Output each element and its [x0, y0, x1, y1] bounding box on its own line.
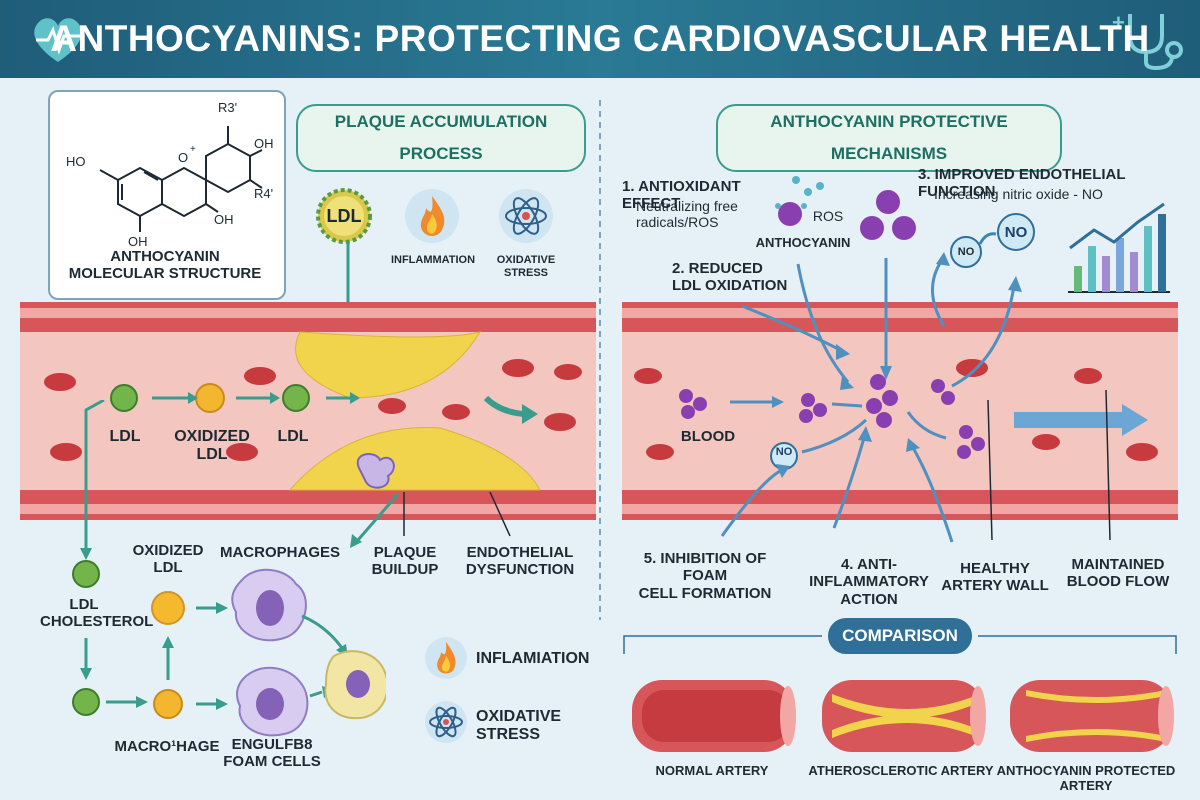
- svg-text:+: +: [190, 144, 196, 155]
- endothelial-dysfunction-label: ENDOTHELIAL DYSFUNCTION: [465, 544, 575, 579]
- mechanism-1-title: 1. ANTIOXIDANT EFFECT: [622, 178, 741, 213]
- atom-icon: [499, 189, 553, 243]
- molecule-box: [48, 90, 286, 300]
- mechanism-arrows: [720, 252, 1111, 543]
- ros-label: ROS: [812, 208, 844, 224]
- mechanism-3-subtitle: Increasing nitric oxide - NO: [934, 186, 1103, 202]
- healthy-artery-wall-label: HEALTHY ARTERY WALL: [941, 560, 1049, 595]
- inflammation-label-2: INFLAMIATION: [476, 650, 590, 667]
- title-bar: [0, 0, 1200, 78]
- heart-pulse-icon: [34, 18, 82, 62]
- foam-cell-process: [72, 400, 386, 737]
- comparison-normal-label: NORMAL ARTERY: [655, 763, 769, 778]
- plaque-process-header: PLAQUE ACCUMULATION PROCESS: [296, 104, 586, 172]
- r4-label: R4': [254, 186, 273, 201]
- page-title: ANTHOCYANINS: PROTECTING CARDIOVASCULAR …: [50, 18, 1150, 59]
- molecule-label: ANTHOCYANIN MOLECULAR STRUCTURE: [68, 248, 262, 283]
- no-small-label: NO: [957, 246, 975, 258]
- oxidative-stress-label-2: OXIDATIVE STRESS: [476, 708, 562, 744]
- comparison-atherosclerotic-label: ATHEROSCLEROTIC ARTERY: [808, 763, 994, 778]
- maintained-blood-flow-label: MAINTAINED BLOOD FLOW: [1066, 556, 1170, 591]
- protective-mechanisms-header: ANTHOCYANIN PROTECTIVE MECHANISMS: [716, 104, 1062, 172]
- oh-bottom-label: OH: [128, 234, 148, 249]
- mechanism-1-subtitle: Neutralizing free radicals/ROS: [636, 198, 738, 231]
- mechanism-4-label: 4. ANTI-INFLAMMATORY ACTION: [809, 556, 929, 608]
- oxidized-ldl-label: OXIDIZED LDL: [174, 428, 250, 464]
- anthocyanin-label: ANTHOCYANIN: [755, 235, 851, 250]
- mechanism-2-label: 2. REDUCED LDL OXIDATION: [672, 260, 788, 295]
- no-molecules: [950, 213, 1035, 268]
- stethoscope-icon: +: [1112, 10, 1183, 71]
- o-plus-label: O: [178, 150, 188, 165]
- comparison-protected-label: ANTHOCYANIN PROTECTED ARTERY: [996, 763, 1176, 793]
- ldl-label-2: LDL: [277, 428, 309, 445]
- atom-icon-2: [425, 701, 467, 743]
- healthy-artery: [622, 302, 1178, 520]
- foam-cells-label: ENGULFB8 FOAM CELLS: [223, 736, 321, 771]
- diseased-artery: [20, 302, 596, 520]
- oxidative-stress-label: OXIDATIVE STRESS: [496, 254, 556, 279]
- comparison-header: COMPARISON: [828, 618, 972, 654]
- svg-text:+: +: [1112, 10, 1125, 35]
- oh-right-label: OH: [214, 212, 234, 227]
- no-vessel-label: NO: [775, 446, 793, 458]
- ldl-label-1: LDL: [109, 428, 141, 445]
- macrophages-label: MACROPHAGES: [219, 544, 340, 561]
- mechanism-3-title: 3. IMPROVED ENDOTHELIAL FUNCTION: [918, 166, 1126, 201]
- flame-icon: [405, 189, 459, 243]
- ho-left-label: HO: [66, 154, 86, 169]
- r3-label: R3': [218, 100, 237, 115]
- anthocyanin-cluster: [860, 190, 916, 240]
- no-big-label: NO: [1004, 224, 1028, 241]
- comparison-frame: [623, 635, 1177, 654]
- flame-icon-2: [425, 637, 467, 679]
- oh-top-label: OH: [254, 136, 274, 151]
- bar-chart-icon: [1068, 202, 1170, 293]
- anthocyanin-structure: R3' OH R4' HO O + OH OH: [66, 100, 274, 249]
- ldl-cholesterol-label: LDL CHOLESTEROL: [40, 596, 154, 631]
- plaque-pointers: [350, 491, 511, 548]
- ros-molecule: [775, 176, 824, 226]
- divider: [599, 100, 601, 620]
- ldl-badge-label: LDL: [326, 206, 362, 226]
- plaque-buildup-label: PLAQUE BUILDUP: [371, 544, 439, 579]
- inflammation-label: INFLAMMATION: [390, 254, 476, 266]
- comparison-arteries: [632, 680, 1174, 752]
- oxidized-ldl-label-2: OXIDIZED LDL: [132, 542, 204, 577]
- mechanism-5-label: 5. INHIBITION OF FOAM CELL FORMATION: [638, 550, 772, 602]
- blood-label: BLOOD: [680, 428, 736, 445]
- macrophage-label: MACRO¹HAGE: [114, 738, 220, 755]
